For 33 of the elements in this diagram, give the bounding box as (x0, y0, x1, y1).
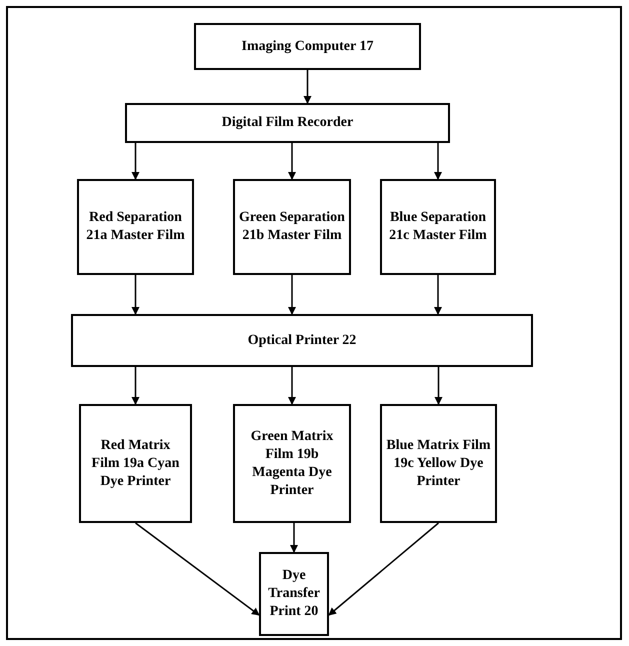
box-label: Red Matrix Film 19a Cyan Dye Printer (90, 436, 180, 490)
box-label: Dye Transfer Print 20 (267, 567, 321, 621)
process-box (380, 179, 496, 275)
box-label: Green Separation 21b Master Film (239, 209, 345, 245)
arrow (132, 275, 140, 315)
process-box (71, 314, 533, 367)
process-box (380, 404, 497, 523)
arrow (434, 143, 442, 180)
process-box (233, 404, 351, 523)
box-label: Green Matrix Film 19b Magenta Dye Printer (250, 428, 334, 500)
arrow (288, 143, 296, 180)
process-box (79, 404, 192, 523)
arrow (132, 143, 140, 180)
box-label: Digital Film Recorder (222, 114, 354, 132)
arrow (304, 70, 312, 104)
process-box (194, 23, 421, 70)
box-label: Imaging Computer 17 (242, 38, 374, 56)
process-box (233, 179, 351, 275)
process-box (77, 179, 194, 275)
box-label: Red Separation 21a Master Film (85, 209, 186, 245)
process-box (259, 552, 329, 636)
arrow (135, 522, 260, 616)
arrow (132, 367, 140, 405)
arrow (290, 523, 298, 553)
box-label: Optical Printer 22 (248, 332, 356, 350)
arrow (434, 275, 442, 315)
box-label: Blue Separation 21c Master Film (388, 209, 488, 245)
process-box (125, 103, 450, 143)
arrow (434, 367, 442, 405)
arrow (288, 367, 296, 405)
box-label: Blue Matrix Film 19c Yellow Dye Printer (386, 436, 491, 490)
arrow (328, 522, 439, 616)
arrow (288, 275, 296, 315)
